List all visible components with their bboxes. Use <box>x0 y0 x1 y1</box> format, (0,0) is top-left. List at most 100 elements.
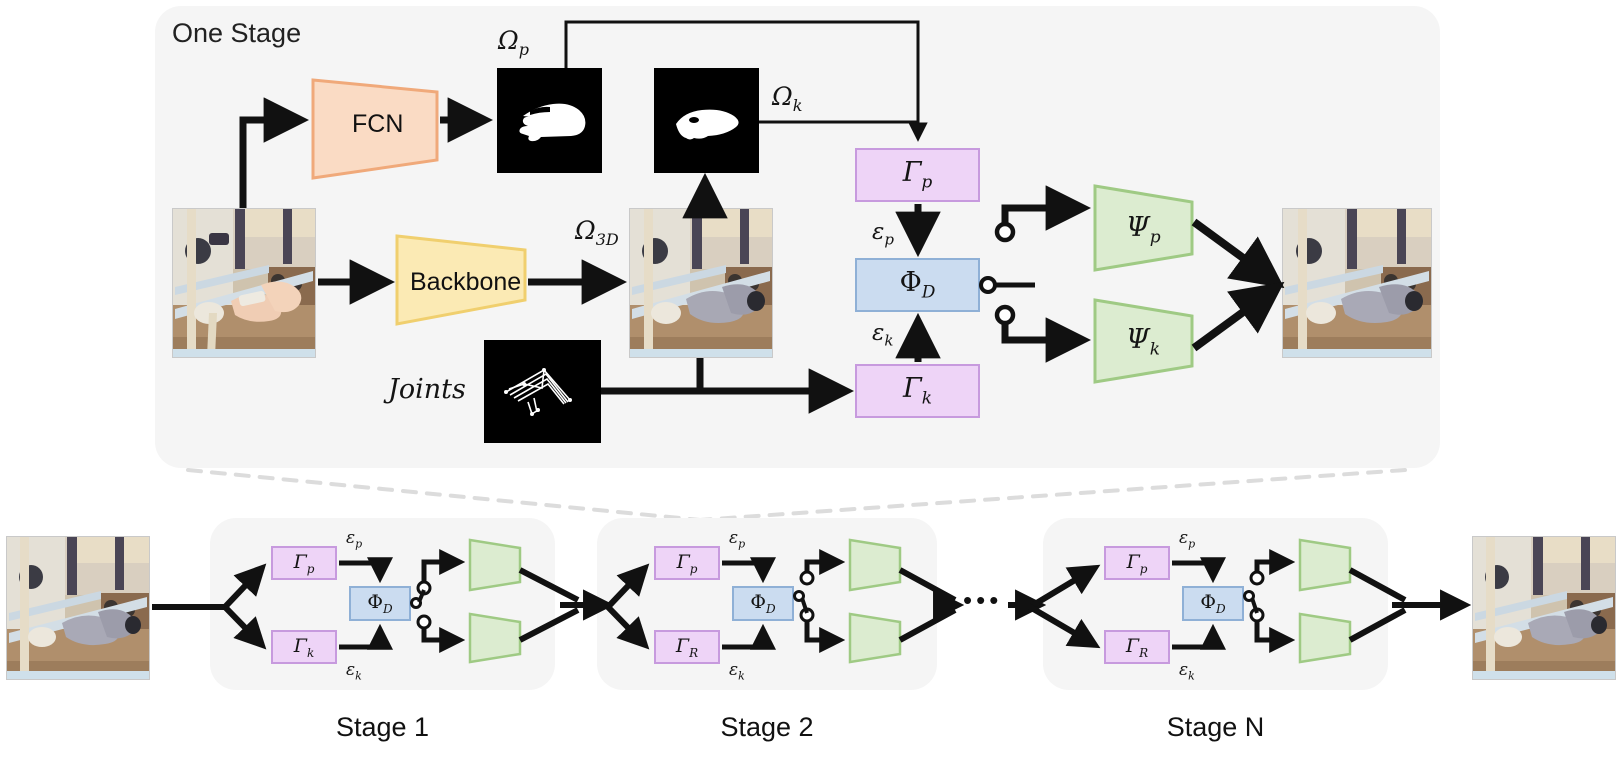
omega-k-mask-art <box>654 68 759 173</box>
stage-n-gamma-top: Γp <box>1104 546 1170 580</box>
stage-n-phi-label: ΦD <box>1200 591 1225 616</box>
input-photo-top <box>172 208 316 358</box>
stage-1-eps-k: εk <box>346 660 362 682</box>
sn-epsp-sym: ε <box>1179 528 1189 548</box>
joints-label: Joints <box>388 374 466 405</box>
eps-p-sym: ε <box>872 219 885 245</box>
stage-1-gamma-bottom: Γk <box>271 630 337 664</box>
omega-3d-label: Ω3D <box>575 216 619 249</box>
gamma-p-sub: p <box>921 172 933 193</box>
input-photo-bottom <box>6 536 150 680</box>
s2-bot-sym: Γ <box>675 634 690 657</box>
psi-p-sub: p <box>1149 227 1161 248</box>
omega-p-sym: Ω <box>498 26 519 55</box>
s1-phi-sym: Φ <box>367 591 383 614</box>
s2-gammap-to-phi <box>722 557 776 584</box>
s2-epsk-sym: ε <box>729 660 739 680</box>
sn-gammar-to-phi <box>1172 623 1226 650</box>
omega-k-sym: Ω <box>772 82 793 111</box>
input-photo-top-art <box>173 209 315 357</box>
s2-phi-sym: Φ <box>750 591 766 614</box>
s1-gammak-to-phi <box>339 623 393 650</box>
stage-1-psi-k-shape <box>468 612 522 664</box>
stage-n-caption: Stage N <box>1166 712 1265 742</box>
gamma-k-sub: k <box>921 388 933 409</box>
stage-n-gamma-top-label: Γp <box>1127 551 1148 576</box>
stage-n-eps-p: εp <box>1179 528 1195 550</box>
sn-epsp-sub: p <box>1188 537 1196 551</box>
stage-ellipsis: ••• <box>963 585 1003 615</box>
output-photo-bottom-art <box>1473 537 1615 679</box>
sn-gammap-to-phi <box>1172 557 1226 584</box>
fcn-shape <box>311 78 439 180</box>
stage-2-gamma-top-label: Γp <box>677 551 698 576</box>
omega-k-mask <box>654 68 759 173</box>
wire-switch-to-psik <box>1001 317 1092 363</box>
output-photo-top-art <box>1283 209 1431 357</box>
psi-k-sym: Ψ <box>1126 324 1150 355</box>
psi-p-label: Ψp <box>1126 212 1161 247</box>
s2-epsk-sub: k <box>738 669 745 683</box>
s1-bot-sub: k <box>306 645 315 660</box>
s2-top-sym: Γ <box>676 550 690 573</box>
arrow-input-to-fcn <box>239 97 310 208</box>
s1-switch-to-psip <box>421 549 466 582</box>
guide-dashed-right <box>698 468 1407 522</box>
stage-2-psi-p-shape <box>848 538 902 592</box>
input-photo-bottom-art <box>7 537 149 679</box>
gamma-p-sym: Γ <box>902 157 922 189</box>
stage-2-switch-arm <box>800 597 809 614</box>
fork-s1-down <box>222 604 267 650</box>
phi-d-label: ΦD <box>900 267 936 302</box>
sn-phi-sub: D <box>1215 601 1226 616</box>
s2-bot-sub: R <box>689 645 699 660</box>
sn-bot-sym: Γ <box>1125 634 1140 657</box>
omega-3d-sub: 3D <box>595 230 619 249</box>
sn-top-sub: p <box>1139 561 1148 576</box>
one-stage-title: One Stage <box>172 18 302 48</box>
eps-k-sym: ε <box>872 320 885 346</box>
stage-2-phi-label: ΦD <box>750 591 775 616</box>
stage-n-gamma-bottom-label: ΓR <box>1126 635 1148 660</box>
stage-1-phi: ΦD <box>349 586 411 621</box>
s1-psip-merge <box>518 567 580 603</box>
stage-n-gamma-bottom: ΓR <box>1104 630 1170 664</box>
gamma-k-sym: Γ <box>902 373 922 405</box>
psi-p-shape <box>1093 184 1194 272</box>
stage-n-phi: ΦD <box>1182 586 1244 621</box>
stage-2-gamma-bottom-label: ΓR <box>676 635 698 660</box>
s1-switch-to-psik <box>421 627 466 653</box>
fork-s2-up <box>605 563 650 610</box>
s2-top-sub: p <box>689 561 698 576</box>
fork-sn-up <box>1028 564 1101 610</box>
sn-switch-to-psik <box>1254 621 1296 653</box>
stage-n-eps-k: εk <box>1179 660 1195 682</box>
fork-s2-down <box>605 604 650 650</box>
stage-n-psi-k-shape <box>1298 612 1352 664</box>
psi-k-shape <box>1093 298 1194 384</box>
gamma-p-block: Γp <box>855 148 980 202</box>
s2-epsp-sub: p <box>738 537 746 551</box>
s2-epsp-sym: ε <box>729 528 739 548</box>
eps-p-label-top: εp <box>872 219 894 249</box>
eps-k-label-top: εk <box>872 320 893 350</box>
joints-mask <box>484 340 601 443</box>
omega-p-label: Ωp <box>498 26 529 59</box>
sn-psik-merge <box>1348 607 1407 643</box>
stage-n-switch-arm <box>1250 597 1259 614</box>
stage-2-gamma-top: Γp <box>654 546 720 580</box>
output-photo-bottom <box>1472 536 1616 680</box>
sn-phi-sym: Φ <box>1200 591 1216 614</box>
omega-p-mask-art <box>497 68 602 173</box>
omega-k-label: Ωk <box>772 82 802 115</box>
s1-psik-merge <box>518 607 580 643</box>
s1-epsp-sub: p <box>355 537 363 551</box>
omega-p-mask <box>497 68 602 173</box>
joints-art <box>484 340 601 443</box>
s1-epsk-sub: k <box>355 669 362 683</box>
s1-bot-sym: Γ <box>293 634 307 657</box>
stage-1-gamma-bottom-label: Γk <box>294 635 314 660</box>
stage-1-psi-p-shape <box>468 538 522 592</box>
phi-d-sub: D <box>921 282 936 303</box>
